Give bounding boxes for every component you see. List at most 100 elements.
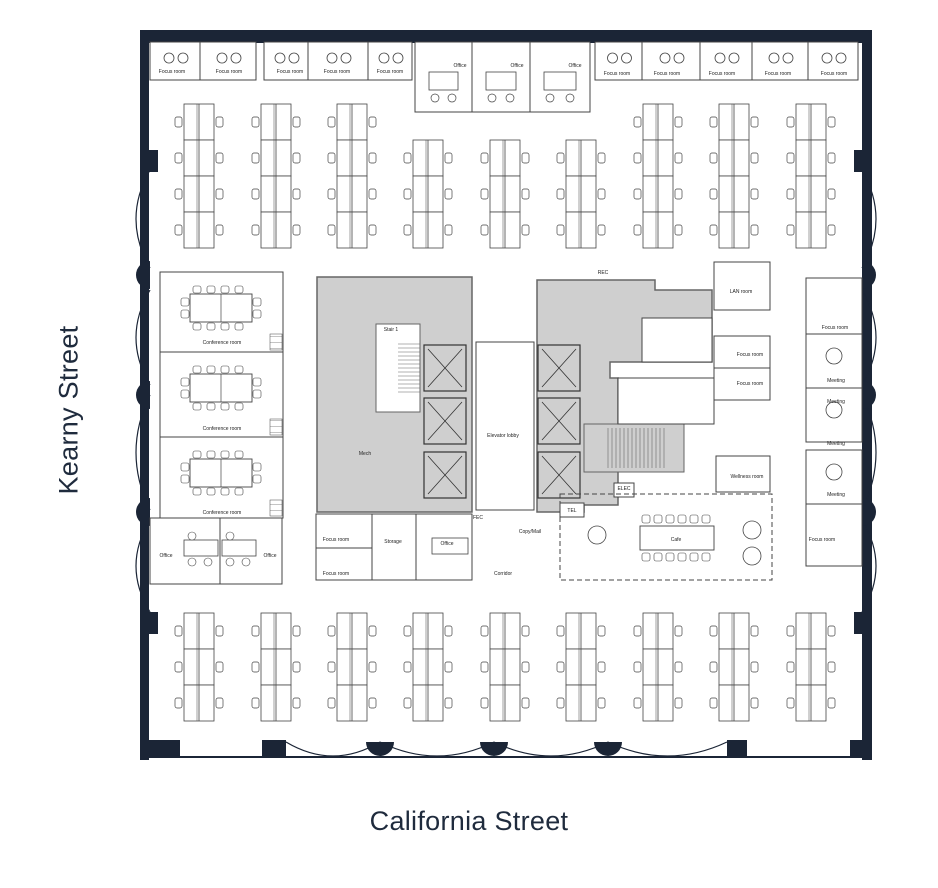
chair [180, 297, 190, 307]
chair [444, 152, 453, 164]
chair [444, 697, 453, 709]
chair [674, 661, 683, 673]
label-meeting-4: Meeting [827, 492, 845, 498]
chair [653, 514, 663, 524]
desk-cluster [709, 612, 759, 722]
chair [252, 309, 262, 319]
building-core [316, 276, 715, 513]
focus-rooms-south [315, 513, 373, 581]
label-focus-room-e2: Focus room [809, 537, 835, 543]
chair [174, 116, 183, 128]
label-focus-room-3: Focus room [277, 69, 303, 75]
cafe-round-table [742, 520, 762, 540]
cafe-round-table [587, 525, 607, 545]
chair [480, 224, 489, 236]
street-label-west: Kearny Street [53, 325, 84, 495]
pier [854, 612, 872, 634]
chair [677, 514, 687, 524]
lounge-chair [230, 52, 242, 64]
chair [786, 152, 795, 164]
label-focus-room-1: Focus room [159, 69, 185, 75]
bay-window-south [607, 741, 728, 757]
bay-window-west [135, 519, 151, 613]
desk-cluster [251, 612, 301, 722]
chair [220, 487, 230, 496]
label-tel: TEL [567, 508, 576, 514]
chair [215, 625, 224, 637]
desk-cluster [327, 612, 377, 722]
rooms [149, 41, 863, 585]
elevator-lobby [475, 341, 535, 511]
lounge-chair [621, 52, 632, 64]
chair [633, 188, 642, 200]
chair [206, 402, 216, 411]
chair [192, 322, 202, 331]
chair [234, 450, 244, 459]
chair [674, 152, 683, 164]
chair [444, 625, 453, 637]
chair [556, 224, 565, 236]
chair [206, 285, 216, 294]
chair [220, 365, 230, 374]
chair [292, 625, 301, 637]
chair [206, 450, 216, 459]
chair [701, 552, 711, 562]
chair [292, 116, 301, 128]
label-meeting-1: Meeting [827, 378, 845, 384]
chair [234, 322, 244, 331]
desk-cluster [403, 612, 453, 722]
chair [521, 188, 530, 200]
cafe-table [639, 525, 715, 551]
label-office-sw-1: Office [160, 553, 173, 559]
chair [641, 552, 651, 562]
chair [180, 462, 190, 472]
wall-north [140, 30, 872, 42]
bay-window-south [493, 741, 609, 757]
lounge-chair [288, 52, 300, 64]
chair [521, 661, 530, 673]
chair [292, 224, 301, 236]
chair [327, 697, 336, 709]
office-desk [543, 71, 577, 91]
label-conference-room-1: Conference room [203, 340, 242, 346]
pier [140, 150, 158, 172]
chair [215, 661, 224, 673]
chair [220, 285, 230, 294]
chair [327, 224, 336, 236]
chair [521, 625, 530, 637]
chair [674, 116, 683, 128]
wellness-room [715, 455, 771, 493]
chair [674, 224, 683, 236]
chair [653, 552, 663, 562]
cafe-area [559, 493, 773, 581]
chair [709, 152, 718, 164]
street-label-south: California Street [369, 806, 569, 836]
lounge-chair [378, 52, 390, 64]
chair [827, 152, 836, 164]
meeting-table [825, 463, 843, 481]
chair [750, 116, 759, 128]
chair [709, 188, 718, 200]
chair [215, 224, 224, 236]
desk-cluster [556, 612, 606, 722]
chair [251, 661, 260, 673]
chair [215, 152, 224, 164]
desk-cluster [480, 139, 530, 249]
label-meeting-2: Meeting [827, 399, 845, 405]
desk-cluster [327, 103, 377, 249]
wall-south-segment [727, 740, 747, 758]
chair [689, 514, 699, 524]
chair [180, 309, 190, 319]
chair [827, 188, 836, 200]
label-focus-room-10: Focus room [821, 71, 847, 77]
credenza [269, 499, 283, 517]
chair [487, 93, 497, 103]
chair [251, 224, 260, 236]
desk-cluster [174, 103, 224, 249]
chair [597, 661, 606, 673]
lounge-chair [216, 52, 228, 64]
chair [674, 697, 683, 709]
chair [215, 188, 224, 200]
label-fec-1: FEC [473, 515, 483, 521]
chair [444, 224, 453, 236]
